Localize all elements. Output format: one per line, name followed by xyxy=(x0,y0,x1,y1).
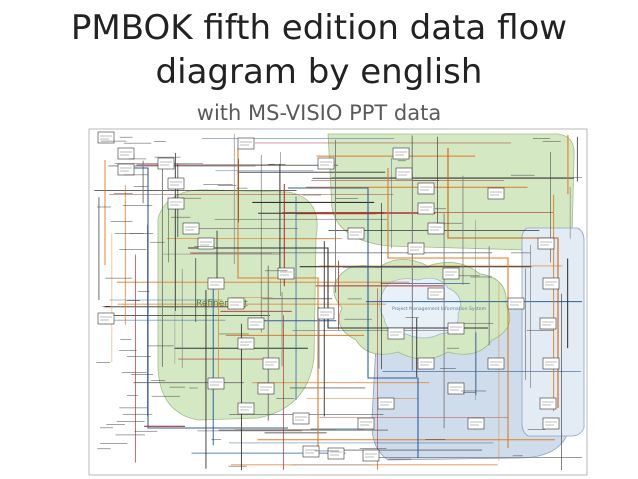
region-label-center: Project Management Information System xyxy=(392,306,487,312)
process-box xyxy=(317,157,335,170)
process-box xyxy=(395,167,413,180)
process-box xyxy=(167,177,185,190)
flow-lines xyxy=(94,134,582,470)
process-box xyxy=(97,312,115,325)
process-boxes xyxy=(97,131,560,462)
process-box xyxy=(407,242,425,255)
process-box xyxy=(317,307,335,320)
process-box xyxy=(417,202,435,215)
process-box xyxy=(237,337,255,350)
process-box xyxy=(467,417,485,430)
data-flow-diagram-svg: Refinement Project Management Informatio… xyxy=(88,128,588,476)
process-box xyxy=(447,382,465,395)
process-box xyxy=(427,287,445,300)
flow-route xyxy=(188,247,488,329)
process-box xyxy=(377,397,395,410)
process-box xyxy=(542,357,560,370)
process-box xyxy=(347,227,365,240)
process-box xyxy=(237,137,255,150)
slide-title-line1: PMBOK fifth edition data flow xyxy=(70,8,568,48)
data-flow-diagram: Refinement Project Management Informatio… xyxy=(88,128,588,476)
slide-title: PMBOK fifth edition data flow diagram by… xyxy=(0,6,638,94)
process-box xyxy=(487,187,505,200)
process-box xyxy=(227,297,245,310)
process-box xyxy=(117,163,135,176)
process-box xyxy=(542,417,560,430)
blue-region-sidebar xyxy=(521,227,585,437)
process-box xyxy=(539,397,557,410)
process-box xyxy=(487,357,505,370)
annotation-text xyxy=(96,136,561,467)
process-box xyxy=(362,449,380,462)
process-box xyxy=(277,267,295,280)
process-box xyxy=(257,382,275,395)
flow-route xyxy=(447,148,559,408)
slide-title-line2: diagram by english xyxy=(155,52,483,92)
process-box xyxy=(97,131,115,144)
process-box xyxy=(247,317,265,330)
slide-subtitle: with MS-VISIO PPT data xyxy=(196,101,442,125)
process-box xyxy=(507,297,525,310)
process-box xyxy=(539,317,557,330)
process-box xyxy=(207,277,225,290)
process-box xyxy=(207,377,225,390)
process-box xyxy=(417,182,435,195)
process-box xyxy=(357,417,375,430)
process-box xyxy=(197,237,215,250)
process-box xyxy=(537,237,555,250)
process-box xyxy=(292,412,310,425)
process-box xyxy=(447,322,465,335)
process-box xyxy=(392,147,410,160)
process-box xyxy=(442,267,460,280)
diagram-frame xyxy=(88,128,588,476)
process-box xyxy=(182,222,200,235)
process-box xyxy=(302,445,320,458)
flow-route xyxy=(387,168,509,448)
process-box xyxy=(157,157,175,170)
process-box xyxy=(117,147,135,160)
process-box xyxy=(327,447,345,460)
process-box xyxy=(427,222,445,235)
flow-route xyxy=(288,187,419,458)
process-box xyxy=(387,327,405,340)
process-box xyxy=(262,357,280,370)
process-box xyxy=(542,277,560,290)
flow-route xyxy=(128,167,288,429)
process-box xyxy=(417,357,435,370)
process-box xyxy=(167,197,185,210)
process-box xyxy=(237,402,255,415)
